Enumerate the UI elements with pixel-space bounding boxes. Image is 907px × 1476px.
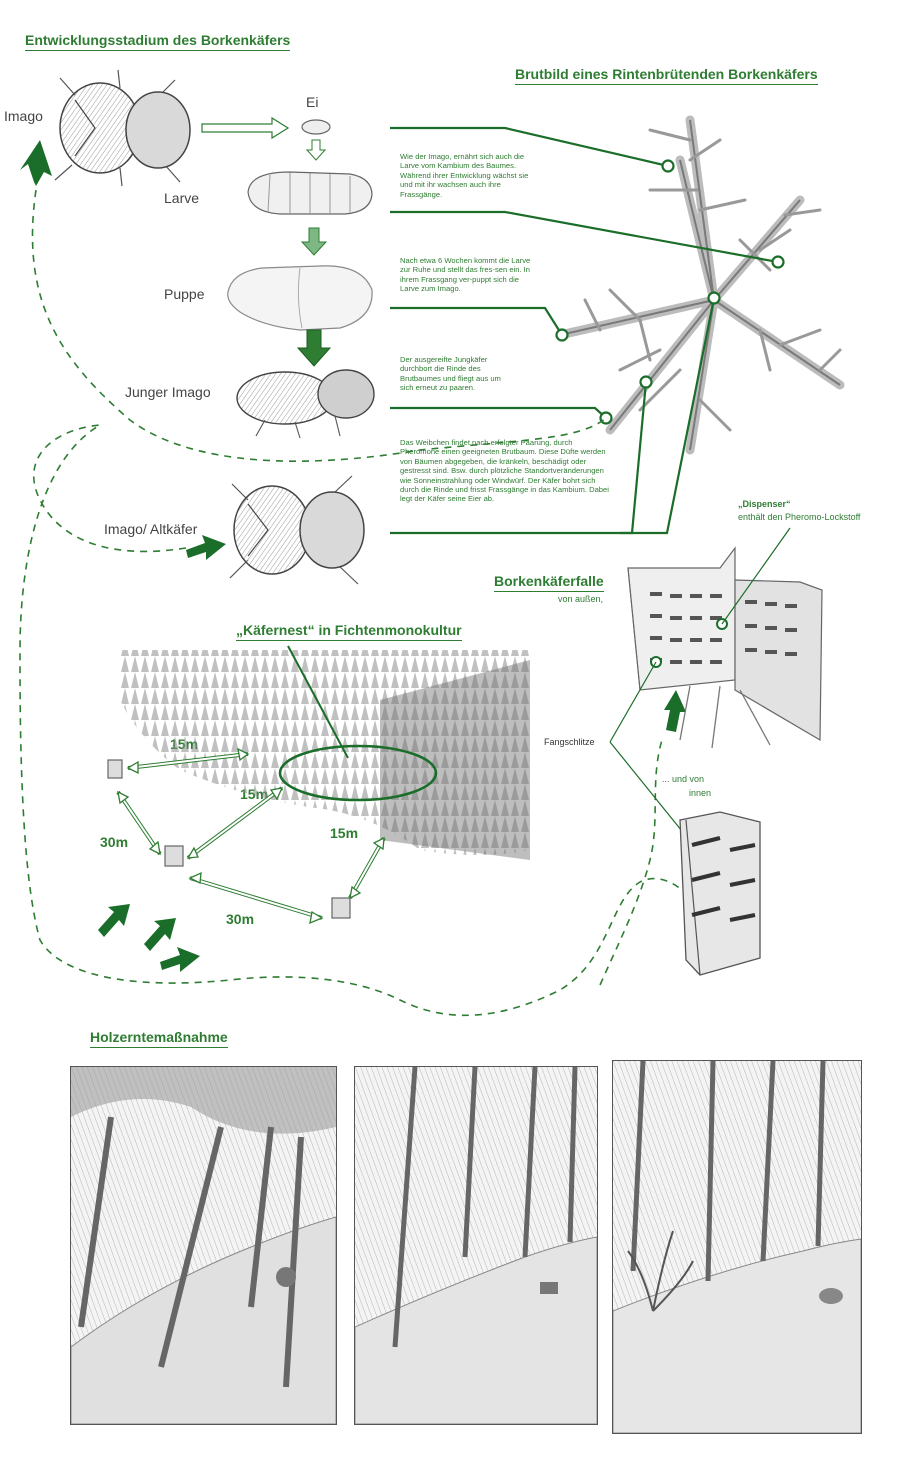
note-marker-circles <box>555 159 785 425</box>
arrow-egg-to-larva <box>305 139 327 161</box>
dispenser-title: „Dispenser“ <box>738 499 791 509</box>
label-junger-imago: Junger Imago <box>125 384 211 400</box>
egg-drawing <box>301 119 331 135</box>
beetle-nest-highlight <box>278 744 438 802</box>
dispenser-text: enthält den Pheromo-Lockstoff <box>738 512 861 522</box>
harvest-panel-3 <box>612 1060 862 1434</box>
trap-dashed-path <box>599 739 663 986</box>
heading-harvest: Holzerntemaßnahme <box>90 1029 228 1048</box>
arrow-imago-to-egg <box>201 116 290 140</box>
label-puppe: Puppe <box>164 286 205 302</box>
inside-label-line2: innen <box>689 788 712 798</box>
heading-nest: „Käfernest“ in Fichtenmonokultur <box>236 622 462 641</box>
inside-label-line1: ... und von <box>662 774 705 784</box>
green-flight-arrows <box>20 140 686 972</box>
note-young-beetle: Der ausgereifte Jungkäfer durchbort die … <box>400 355 501 393</box>
distance-label-30m-left: 30m <box>100 834 129 850</box>
nest-pointer-line <box>287 645 349 759</box>
heading-brood: Brutbild eines Rintenbrütenden Borkenkäf… <box>515 66 818 85</box>
trap-markers <box>107 759 351 919</box>
trap-outside-drawing <box>627 546 823 749</box>
young-imago-drawing <box>236 369 375 439</box>
label-altkaefer: Imago/ Altkäfer <box>104 521 198 537</box>
label-ei: Ei <box>306 94 319 110</box>
brood-gallery-drawing <box>555 115 845 455</box>
harvest-panel-2 <box>354 1066 598 1425</box>
pupa-drawing <box>227 265 373 331</box>
flight-dashed-path <box>19 424 691 1017</box>
note-pupation: Nach etwa 6 Wochen kommt die Larve zur R… <box>400 256 531 294</box>
note-leader-lines <box>390 126 779 535</box>
lifecycle-dashed-path <box>31 189 607 462</box>
arrow-larva-to-pupa <box>300 227 328 256</box>
trap-inside-drawing <box>679 811 761 976</box>
distance-label-15m-right: 15m <box>330 825 359 841</box>
beetle-imago-drawing <box>54 69 191 187</box>
label-imago: Imago <box>4 108 43 124</box>
harvest-panel-1 <box>70 1066 337 1425</box>
arrow-pupa-to-young <box>296 329 332 367</box>
larva-drawing <box>247 171 373 215</box>
trap-outside-label: von außen, <box>558 594 604 604</box>
slots-label: Fangschlitze <box>544 737 595 747</box>
distance-label-30m-bottom: 30m <box>226 911 255 927</box>
forest-sketch <box>120 650 530 860</box>
heading-development: Entwicklungsstadium des Borkenkäfers <box>25 32 291 51</box>
note-larva-feeding: Wie der Imago, ernährt sich auch die Lar… <box>400 152 529 199</box>
label-larve: Larve <box>164 190 200 206</box>
note-female-host: Das Weibchen findet nach erfolgter Paaru… <box>400 438 609 504</box>
heading-trap: Borkenkäferfalle <box>494 573 604 592</box>
beetle-altkaefer-drawing <box>229 475 365 585</box>
